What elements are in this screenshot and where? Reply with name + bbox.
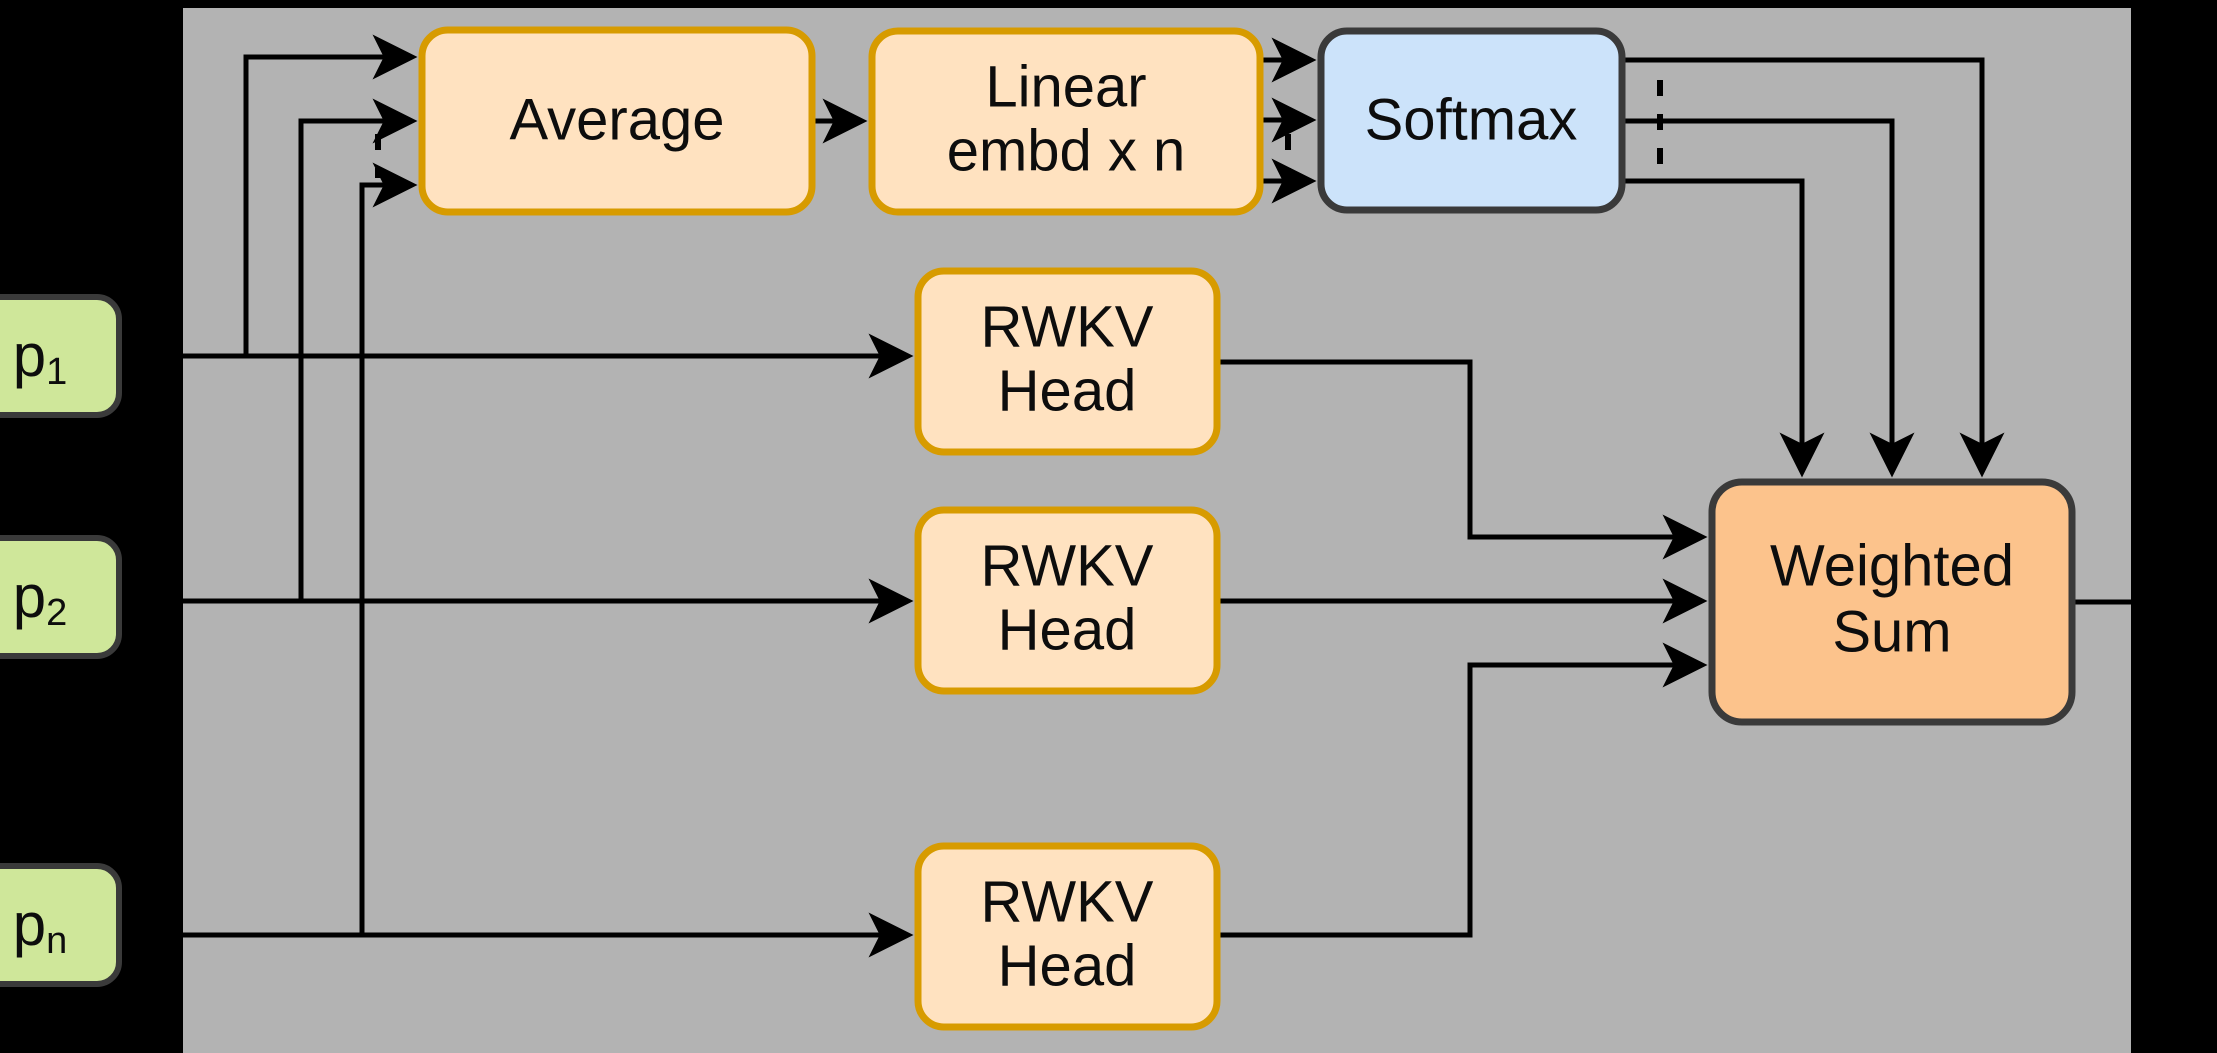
node-linear[interactable]: Linear embd x n: [868, 27, 1264, 216]
node-softmax-box[interactable]: [1317, 27, 1626, 214]
token-p1[interactable]: p1: [0, 294, 122, 418]
node-rwkv-head-1-box[interactable]: [914, 267, 1221, 456]
edge-softmax-to-weighted-sum-2: [1622, 118, 1915, 478]
edge-pn-to-average: [359, 162, 418, 935]
token-p2-box[interactable]: [0, 535, 122, 659]
node-rwkv-head-2[interactable]: RWKV Head: [914, 506, 1221, 695]
edge-p1-to-average: [243, 34, 418, 356]
node-rwkv-head-1-label-line2: Head: [998, 358, 1137, 423]
node-rwkv-head-n-box[interactable]: [914, 842, 1221, 1031]
node-softmax[interactable]: Softmax: [1317, 27, 1626, 214]
token-p2[interactable]: p2: [0, 535, 122, 659]
node-weighted-sum[interactable]: Weighted Sum: [1708, 478, 2076, 726]
node-rwkv-head-2-label-line1: RWKV: [981, 533, 1154, 598]
node-rwkv-head-n-label-line1: RWKV: [981, 869, 1154, 934]
node-average[interactable]: Average: [418, 26, 816, 216]
token-pn-box[interactable]: [0, 863, 122, 987]
edge-rwkv-head-n-to-weighted-sum: [1217, 642, 1708, 938]
node-weighted-sum-box[interactable]: [1708, 478, 2076, 726]
node-weighted-sum-label-line2: Sum: [1832, 599, 1951, 664]
edge-p2-to-average: [298, 98, 418, 601]
node-linear-box[interactable]: [868, 27, 1264, 216]
node-linear-label-line2: embd x n: [947, 118, 1186, 183]
node-rwkv-head-2-box[interactable]: [914, 506, 1221, 695]
node-linear-label-line1: Linear: [985, 54, 1146, 119]
token-p1-label: p1: [13, 322, 68, 393]
token-p2-label: p2: [13, 563, 68, 634]
token-p1-box[interactable]: [0, 294, 122, 418]
node-average-box[interactable]: [418, 26, 816, 216]
node-rwkv-head-n[interactable]: RWKV Head: [914, 842, 1221, 1031]
edge-softmax-to-weighted-sum-1: [1622, 57, 2005, 478]
node-average-label: Average: [510, 87, 725, 152]
node-rwkv-head-1[interactable]: RWKV Head: [914, 267, 1221, 456]
edge-softmax-to-weighted-sum-3: [1622, 178, 1825, 478]
edge-rwkv-head-1-to-weighted-sum: [1217, 359, 1708, 560]
node-rwkv-head-n-label-line2: Head: [998, 933, 1137, 998]
node-weighted-sum-label-line1: Weighted: [1770, 533, 2014, 598]
node-softmax-label: Softmax: [1365, 87, 1578, 152]
node-rwkv-head-2-label-line2: Head: [998, 597, 1137, 662]
token-pn[interactable]: pn: [0, 863, 122, 987]
node-rwkv-head-1-label-line1: RWKV: [981, 294, 1154, 359]
token-pn-label: pn: [13, 891, 68, 962]
